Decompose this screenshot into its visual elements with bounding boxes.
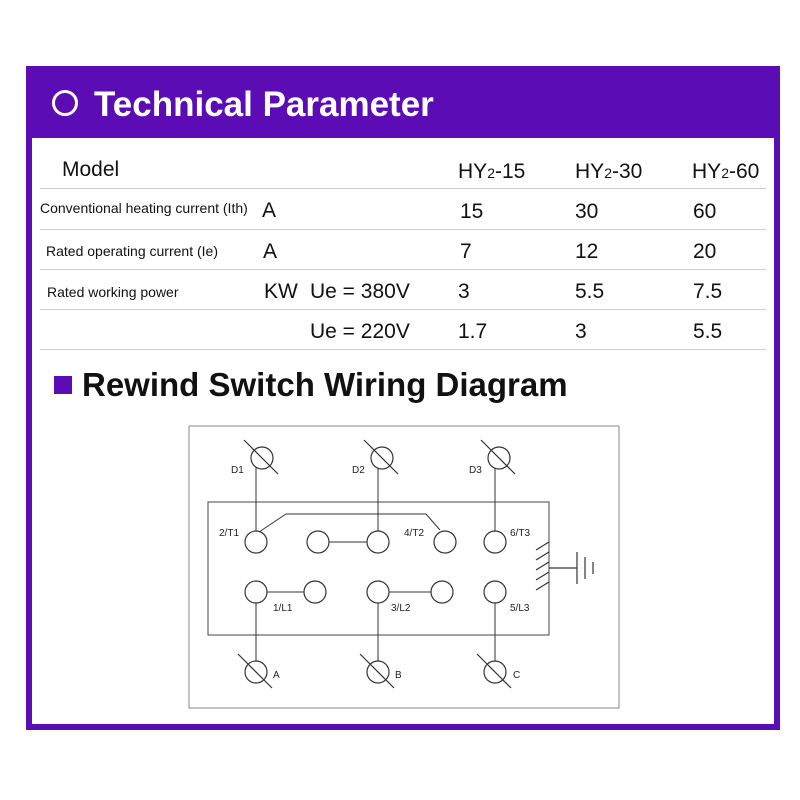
label-1l1: 1/L1 [273,603,293,614]
row-unit: A [263,240,278,263]
model-header: Model [62,158,120,181]
row-value: 3 [458,280,470,303]
row-value: 15 [460,200,484,223]
terminal-slash [476,653,512,689]
row-value: 30 [575,200,599,223]
row-value: 3 [575,320,587,343]
row-unit: A [262,199,277,222]
contact-3l2 [366,580,390,604]
row-divider [40,349,766,350]
contact-4t2 [433,530,457,554]
row-value: 20 [693,240,717,263]
spec-panel: Technical Parameter Model HY2-15 HY2-30 … [26,66,780,730]
row-condition: Ue = 380V [310,280,410,303]
row-divider [40,188,766,189]
row-value: 12 [575,240,599,263]
contact [366,530,390,554]
label-6t3: 6/T3 [510,528,530,539]
circle-icon [52,90,78,116]
terminal-slash [480,439,516,475]
label-3l2: 3/L2 [391,603,411,614]
contact-5l3 [483,580,507,604]
terminal-slash [363,439,399,475]
contact [303,580,327,604]
row-value: 5.5 [575,280,605,303]
section-title: Technical Parameter [94,85,434,124]
label-d3: D3 [469,465,482,476]
row-unit: KW [264,280,298,303]
label-5l3: 5/L3 [510,603,530,614]
row-value: 60 [693,200,717,223]
row-divider [40,269,766,270]
row-value: 5.5 [693,320,723,343]
terminal-slash [237,653,273,689]
wiring-diagram: D1 D2 D3 2/T1 4/T2 6/T3 1/L1 3/L2 5/L3 A… [188,425,620,709]
row-condition: Ue = 220V [310,320,410,343]
contact-2t1 [244,530,268,554]
contact-1l1 [244,580,268,604]
label-a: A [273,670,280,681]
contact [306,530,330,554]
model-header-3: HY2-60 [692,160,760,183]
row-label: Rated operating current (Ie) [46,243,218,259]
row-label: Conventional heating current (Ith) [40,200,248,216]
bridge-wire [255,513,441,535]
contact-6t3 [483,530,507,554]
label-4t2: 4/T2 [404,528,424,539]
ground-icon [535,541,594,591]
row-label: Rated working power [47,284,179,300]
label-b: B [395,670,402,681]
model-header-1: HY2-15 [458,160,526,183]
row-value: 7 [460,240,472,263]
label-d2: D2 [352,465,365,476]
label-d1: D1 [231,465,244,476]
section-header-technical-parameter: Technical Parameter [32,72,774,138]
row-divider [40,229,766,230]
label-2t1: 2/T1 [219,528,239,539]
model-header-2: HY2-30 [575,160,643,183]
row-value: 7.5 [693,280,723,303]
row-value: 1.7 [458,320,488,343]
terminal-slash [359,653,395,689]
wiring-title: Rewind Switch Wiring Diagram [82,366,568,403]
diagram-outer-border [188,425,620,709]
terminal-slash [243,439,279,475]
contact [430,580,454,604]
label-c: C [513,670,520,681]
row-divider [40,309,766,310]
square-bullet-icon [54,376,72,394]
